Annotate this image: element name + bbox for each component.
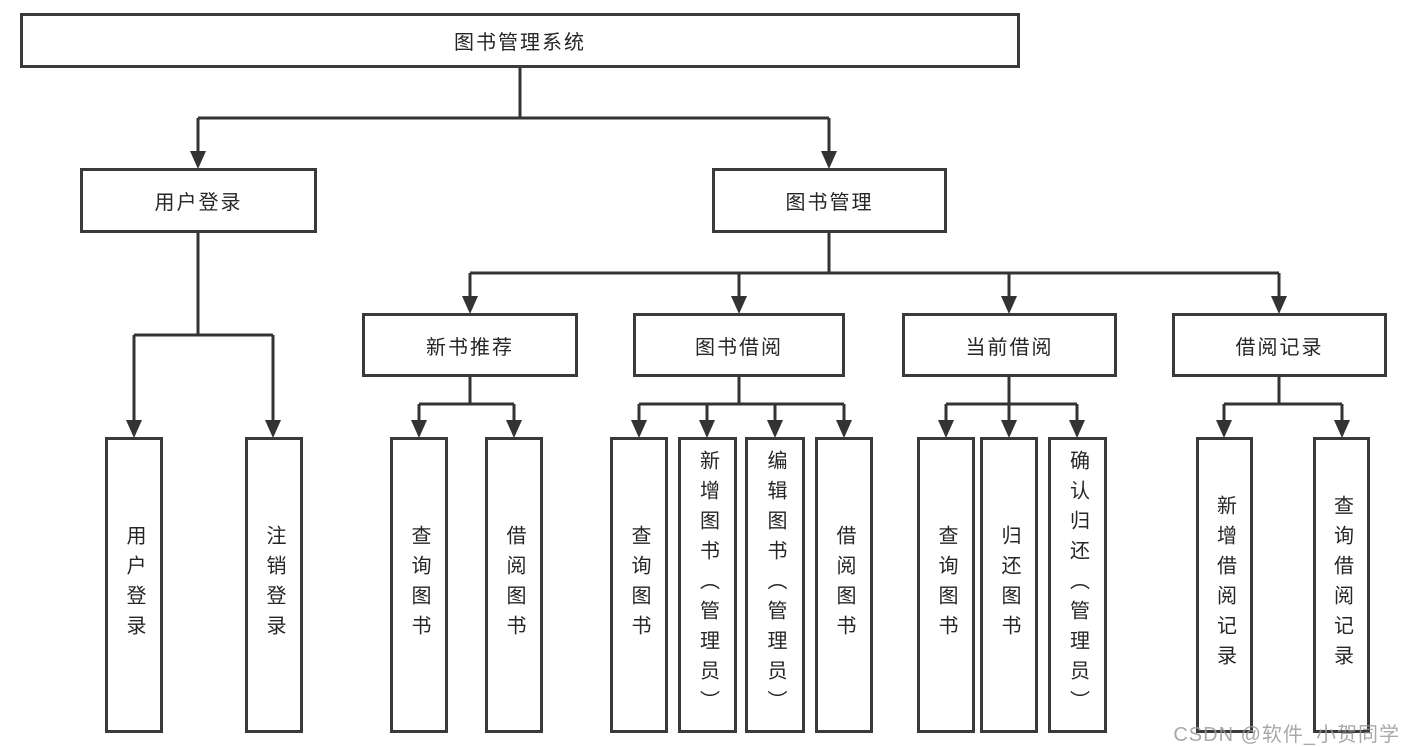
leaf-return-book: 归还图书 <box>980 437 1038 733</box>
node-user-login-label: 用户登录 <box>154 192 243 214</box>
leaf-confirm-return-admin-label: 确认归还（管理员） <box>1066 450 1089 720</box>
node-current-borrow-label: 当前借阅 <box>965 336 1054 359</box>
node-book-management: 图书管理 <box>712 168 947 233</box>
leaf-add-book-admin-label: 新增图书（管理员） <box>696 450 719 720</box>
leaf-recommend-query-book: 查询图书 <box>390 437 448 733</box>
node-root: 图书管理系统 <box>20 13 1020 68</box>
leaf-return-book-label: 归还图书 <box>998 525 1020 645</box>
leaf-borrow-query-book-label: 查询图书 <box>628 525 650 645</box>
node-root-label: 图书管理系统 <box>454 32 586 54</box>
leaf-user-login: 用户登录 <box>105 437 163 733</box>
node-book-management-label: 图书管理 <box>785 192 874 214</box>
leaf-current-query-book-label: 查询图书 <box>935 525 957 645</box>
leaf-borrow-book-label: 借阅图书 <box>833 525 855 645</box>
node-borrow-record: 借阅记录 <box>1172 313 1387 377</box>
leaf-user-login-label: 用户登录 <box>123 525 145 645</box>
node-new-book-recommend: 新书推荐 <box>362 313 578 377</box>
leaf-borrow-query-book: 查询图书 <box>610 437 668 733</box>
leaf-logout: 注销登录 <box>245 437 303 733</box>
node-user-login: 用户登录 <box>80 168 317 233</box>
leaf-edit-book-admin: 编辑图书（管理员） <box>745 437 805 733</box>
leaf-query-borrow-record: 查询借阅记录 <box>1313 437 1370 733</box>
node-book-borrow-label: 图书借阅 <box>695 336 783 359</box>
leaf-add-borrow-record-label: 新增借阅记录 <box>1213 495 1236 675</box>
leaf-query-borrow-record-label: 查询借阅记录 <box>1330 495 1353 675</box>
leaf-add-borrow-record: 新增借阅记录 <box>1196 437 1253 733</box>
leaf-edit-book-admin-label: 编辑图书（管理员） <box>764 450 786 720</box>
watermark: CSDN @软件_小贺同学 <box>1173 724 1400 746</box>
node-current-borrow: 当前借阅 <box>902 313 1117 377</box>
node-book-borrow: 图书借阅 <box>633 313 845 377</box>
node-new-book-recommend-label: 新书推荐 <box>426 336 514 359</box>
leaf-recommend-borrow-book: 借阅图书 <box>485 437 543 733</box>
node-borrow-record-label: 借阅记录 <box>1235 336 1324 359</box>
leaf-confirm-return-admin: 确认归还（管理员） <box>1048 437 1107 733</box>
leaf-recommend-query-book-label: 查询图书 <box>408 525 430 645</box>
leaf-logout-label: 注销登录 <box>263 525 285 645</box>
leaf-current-query-book: 查询图书 <box>917 437 975 733</box>
leaf-borrow-book: 借阅图书 <box>815 437 873 733</box>
leaf-add-book-admin: 新增图书（管理员） <box>678 437 737 733</box>
leaf-recommend-borrow-book-label: 借阅图书 <box>503 525 525 645</box>
